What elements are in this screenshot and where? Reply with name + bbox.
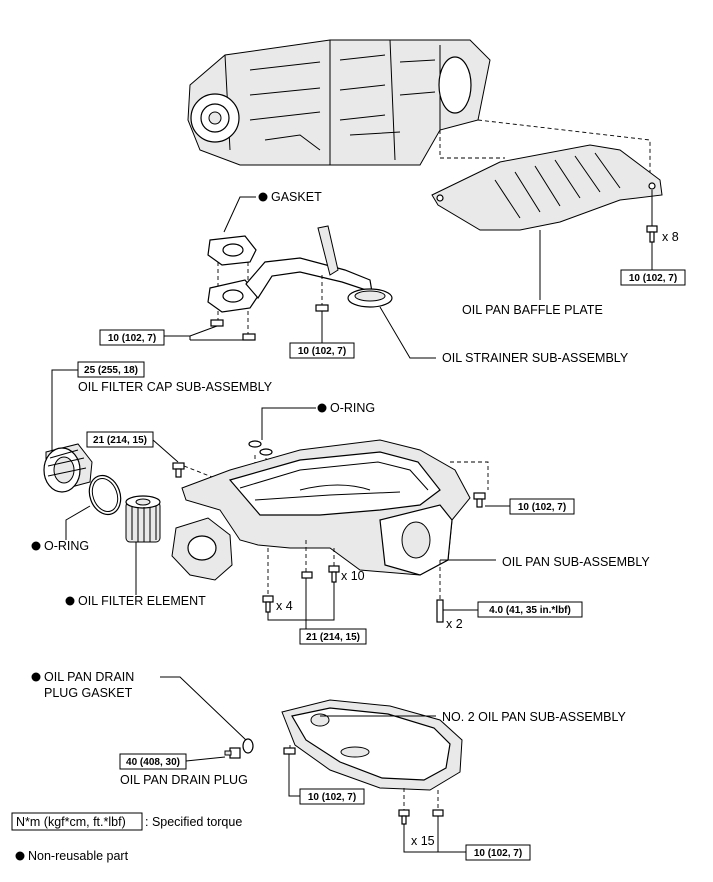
pan-right-bolt-icon [473, 492, 486, 508]
label-no2-oil-pan: NO. 2 OIL PAN SUB-ASSEMBLY [442, 710, 627, 724]
legend-non-reusable: Non-reusable part [28, 849, 129, 863]
pan-stud-bolt-icon [436, 599, 444, 623]
no2-oil-pan-illustration [281, 699, 463, 791]
torque-filter-cap: 25 (255, 18) [84, 365, 138, 376]
non-reusable-marker-o-ring-top [317, 403, 327, 413]
no2-pan-bolt-count: x 15 [411, 834, 435, 848]
label-o-ring-left: O-RING [44, 539, 89, 553]
torque-strainer-mid: 10 (102, 7) [298, 346, 346, 357]
oil-strainer-illustration [207, 225, 393, 313]
pan-bolt-count-4: x 4 [276, 599, 293, 613]
legend-non-reusable-marker [15, 851, 25, 861]
oil-pan-sub-assembly-illustration [171, 439, 471, 581]
baffle-bolt-count: x 8 [662, 230, 679, 244]
torque-no2-pan-bottom: 10 (102, 7) [474, 848, 522, 859]
torque-pan-bottom-bolts: 21 (214, 15) [306, 632, 360, 643]
o-ring-left-illustration [88, 474, 122, 516]
non-reusable-marker-o-ring-left [31, 541, 41, 551]
pan-stud-left-icon [172, 462, 185, 478]
pan-bottom-bolt-icon [262, 565, 340, 613]
torque-pan-stud-bolt: 4.0 (41, 35 in.*lbf) [489, 605, 571, 616]
torque-drain-plug: 40 (408, 30) [126, 757, 180, 768]
engine-to-baffle-guide [439, 119, 651, 180]
non-reusable-marker-gasket [258, 192, 268, 202]
label-oil-filter-element: OIL FILTER ELEMENT [78, 594, 206, 608]
engine-block-illustration [187, 39, 491, 166]
o-ring-top-illustration [248, 440, 273, 456]
label-oil-filter-cap: OIL FILTER CAP SUB-ASSEMBLY [78, 380, 273, 394]
drain-plug-illustration [224, 747, 241, 759]
pan-bolt-count-10: x 10 [341, 569, 365, 583]
drain-plug-gasket-illustration [242, 738, 254, 754]
non-reusable-marker-drain-plug-gasket [31, 672, 41, 682]
label-o-ring-top: O-RING [330, 401, 375, 415]
baffle-bolt-icon [646, 225, 658, 243]
non-reusable-marker-oil-filter-element [65, 596, 75, 606]
torque-pan-stud-left: 21 (214, 15) [93, 435, 147, 446]
torque-pan-right-bolt: 10 (102, 7) [518, 502, 566, 513]
gasket-illustration [207, 235, 257, 266]
legend-torque-unit: N*m (kgf*cm, ft.*lbf) [16, 815, 126, 829]
oil-pan-baffle-plate-illustration [431, 144, 663, 231]
torque-strainer-left: 10 (102, 7) [108, 333, 156, 344]
legend-torque-desc: : Specified torque [145, 815, 242, 829]
torque-baffle-bolts: 10 (102, 7) [629, 273, 677, 284]
oil-filter-element-illustration [125, 495, 161, 543]
label-oil-strainer: OIL STRAINER SUB-ASSEMBLY [442, 351, 629, 365]
legend: N*m (kgf*cm, ft.*lbf) : Specified torque… [11, 812, 242, 863]
oil-filter-cap-illustration [43, 443, 93, 493]
pan-stud-count-2: x 2 [446, 617, 463, 631]
label-drain-plug-gasket-line1: OIL PAN DRAIN [44, 670, 134, 684]
label-gasket: GASKET [271, 190, 322, 204]
torque-no2-pan-left: 10 (102, 7) [308, 792, 356, 803]
label-oil-pan-baffle-plate: OIL PAN BAFFLE PLATE [462, 303, 603, 317]
label-drain-plug-gasket-line2: PLUG GASKET [44, 686, 133, 700]
label-drain-plug: OIL PAN DRAIN PLUG [120, 773, 248, 787]
label-oil-pan-sub-assembly: OIL PAN SUB-ASSEMBLY [502, 555, 650, 569]
